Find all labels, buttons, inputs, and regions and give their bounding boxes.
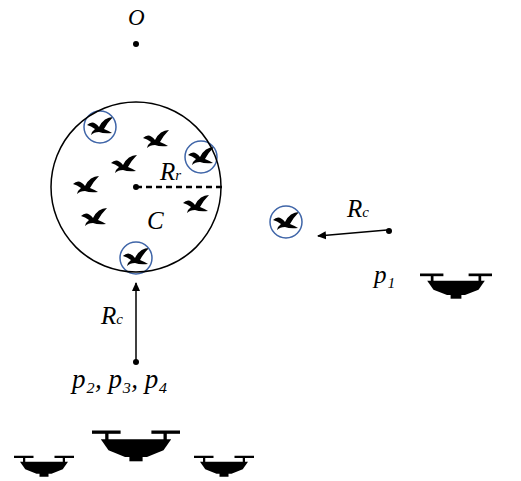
radius-label: Rr	[160, 159, 181, 184]
drone-label: p₁	[374, 262, 395, 287]
birds	[73, 117, 299, 266]
point-p1	[386, 228, 392, 234]
range-label: Rc	[101, 303, 123, 328]
range-arrow	[318, 230, 387, 236]
range-arrow	[135, 283, 137, 360]
range-label: Rc	[347, 196, 369, 221]
origin-label: O	[128, 6, 145, 29]
region-label: C	[147, 208, 164, 233]
drone-label: p₂, p₃, p₄	[72, 366, 168, 393]
center-dot	[133, 184, 139, 190]
flock-region: RrC	[50, 101, 222, 273]
radius-line	[136, 186, 222, 189]
drones	[14, 274, 492, 477]
region-outline	[50, 101, 222, 273]
point-o	[133, 41, 139, 47]
